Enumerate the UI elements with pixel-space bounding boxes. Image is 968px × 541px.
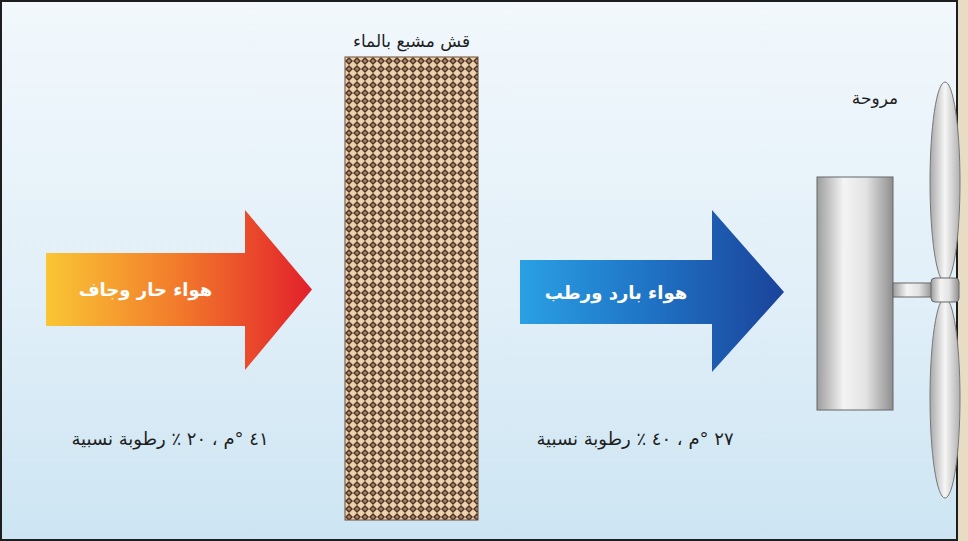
air-condition-label: ٤١ °م ، ٢٠ ٪ رطوبة نسبية xyxy=(30,428,310,449)
arrow-label: هواء بارد ورطب xyxy=(545,282,687,303)
wet-straw-pad: قش مشبع بالماء xyxy=(345,57,478,520)
arrow-label: هواء حار وجاف xyxy=(79,279,213,300)
hot-air-arrow: هواء حار وجاف xyxy=(46,208,314,372)
arrow-text-area: هواء بارد ورطب xyxy=(520,260,712,324)
fan-shape xyxy=(815,70,965,510)
fan-blade xyxy=(930,82,960,282)
fan-label: مروحة xyxy=(825,88,925,108)
fan: مروحة xyxy=(815,70,965,510)
pad-caption-area: قش مشبع بالماء xyxy=(305,31,518,51)
wet-straw-pad-shape xyxy=(345,57,478,520)
fan-blade xyxy=(930,298,960,498)
cool-air-arrow: هواء بارد ورطب xyxy=(520,208,786,374)
pad-label: قش مشبع بالماء xyxy=(305,31,518,51)
fan-caption-area: مروحة xyxy=(825,88,925,108)
arrow-shape xyxy=(520,210,784,372)
arrow-shape xyxy=(46,210,312,370)
straw-texture xyxy=(345,57,478,520)
fan-hub xyxy=(931,278,959,302)
edge-strip xyxy=(958,0,968,541)
fan-shaft xyxy=(893,283,933,297)
arrow-text-area: هواء حار وجاف xyxy=(46,253,245,326)
air-condition-label: ٢٧ °م ، ٤٠ ٪ رطوبة نسبية xyxy=(490,428,780,449)
fan-housing xyxy=(817,177,893,410)
